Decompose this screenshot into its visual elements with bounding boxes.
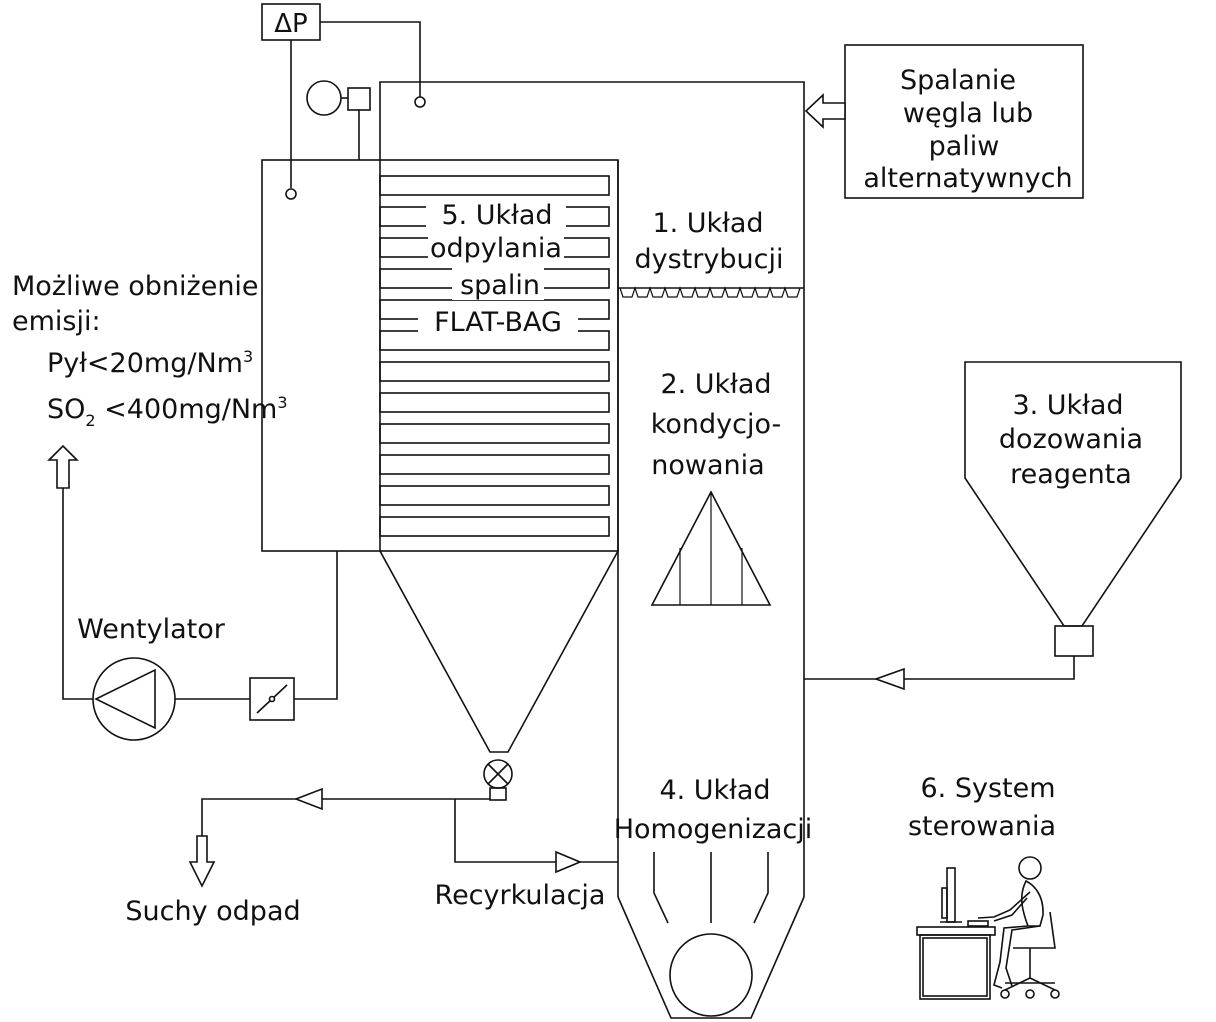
filter-bag (379, 516, 610, 537)
fan-label: Wentylator (77, 614, 226, 645)
filter-bag (379, 454, 610, 475)
combustion-line-3: paliw (929, 131, 1000, 162)
pulse-valve-motor (306, 80, 371, 160)
filter-bag (379, 361, 610, 382)
recirculation-label: Recyrkulacja (435, 880, 606, 911)
dust-limit: Pył<20mg/Nm3 (47, 347, 253, 379)
filter-bag (379, 423, 610, 444)
filter-label-line-4: FLAT-BAG (434, 307, 562, 338)
conditioning-line-2: kondycjo- (651, 409, 782, 440)
filter-bag (379, 485, 610, 506)
dry-waste-label: Suchy odpad (125, 896, 300, 927)
filter-label-line-2: odpylania (430, 233, 562, 264)
nozzle-row (619, 286, 801, 298)
filter-label: 5. Układ odpylania spalin FLAT-BAG (418, 198, 578, 338)
control-system: 6. System sterowania (908, 773, 1056, 842)
filter-bag (379, 175, 610, 196)
distribution-line-1: 1. Układ (652, 208, 763, 239)
filter-label-line-1: 5. Układ (441, 200, 552, 231)
control-line-2: sterowania (908, 811, 1056, 842)
dry-waste-line: Suchy odpad (125, 787, 490, 927)
combustion-source: Spalanie węgla lub paliw alternatywnych (804, 44, 1084, 199)
emissions-heading-line-1: Możliwe obniżenie (12, 271, 259, 302)
distribution-nozzles (619, 286, 801, 298)
filter-bag (379, 392, 610, 413)
recirculation-line: Recyrkulacja (435, 799, 618, 911)
homogenization-line-2: Homogenizacji (614, 814, 813, 845)
conditioning-line-1: 2. Układ (660, 369, 771, 400)
operator-workstation-icon (916, 856, 1060, 1000)
conditioning-line-3: nowania (651, 450, 764, 481)
emission-limits: Możliwe obniżenie emisji: Pył<20mg/Nm3 S… (12, 271, 288, 430)
dosing-line-2: dozowania (999, 424, 1143, 455)
combustion-line-1: Spalanie (900, 65, 1016, 96)
dosing-line-1: 3. Układ (1012, 390, 1123, 421)
homogenization-line-1: 4. Układ (659, 775, 770, 806)
distribution-line-2: dystrybucji (635, 244, 784, 275)
homogenization-system: 4. Układ Homogenizacji (614, 775, 813, 924)
delta-p-label: ΔP (274, 9, 307, 39)
filter-label-line-3: spalin (460, 270, 540, 301)
combustion-line-2: węgla lub (903, 98, 1033, 129)
combustion-line-4: alternatywnych (863, 163, 1072, 194)
conditioning-system: 2. Układ kondycjo- nowania (650, 369, 782, 606)
distribution-system: 1. Układ dystrybucji (618, 208, 804, 298)
fan-system: Wentylator (47, 444, 338, 741)
rotary-discharge-valve (483, 759, 513, 801)
delta-p-sensor: ΔP (261, 3, 426, 200)
reagent-dosing-system: 3. Układ dozowania reagenta (804, 361, 1182, 691)
so2-limit: SO2 <400mg/Nm3 (47, 393, 288, 430)
dosing-line-3: reagenta (1010, 459, 1132, 490)
control-line-1: 6. System (920, 773, 1055, 804)
emissions-heading-line-2: emisji: (12, 306, 101, 337)
